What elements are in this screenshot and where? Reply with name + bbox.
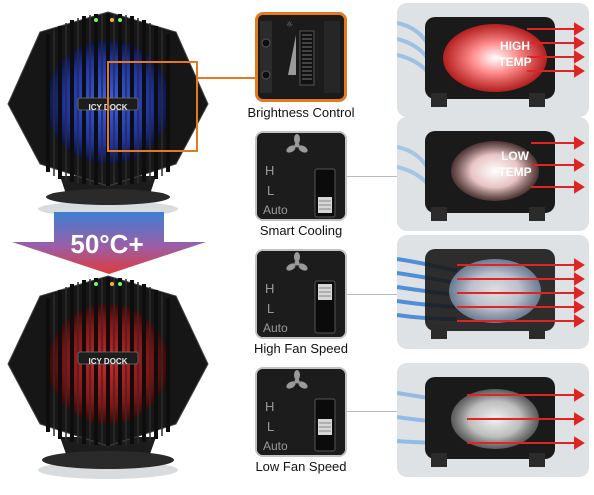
connector-line-smart [347, 176, 397, 177]
cooler-device-red: ICY DOCK [0, 272, 218, 492]
svg-text:☼: ☼ [286, 20, 293, 29]
brightness-highlight-frame [107, 61, 198, 152]
badge-low-temp-line1: LOW [501, 149, 529, 163]
connector-line-low [347, 411, 397, 412]
badge-high-temp-line2: TEMP [498, 55, 532, 69]
caption-high-fan-speed: High Fan Speed [254, 341, 348, 356]
caption-low-fan-speed: Low Fan Speed [255, 459, 347, 474]
airflow-photo-low-temp: LOW TEMP [397, 117, 589, 231]
temperature-threshold-label: 50°C+ [70, 229, 144, 259]
caption-brightness-control: Brightness Control [247, 105, 355, 120]
switch-label-l: L [267, 183, 275, 198]
switch-label-l: L [267, 301, 275, 316]
temperature-arrow [0, 212, 218, 274]
airflow-photo-low-fan [397, 363, 589, 477]
switch-panel-low: H L Auto [255, 367, 347, 457]
switch-label-h: H [265, 399, 275, 414]
switch-panel-high: H L Auto [255, 249, 347, 339]
switch-label-auto: Auto [263, 321, 288, 335]
switch-label-h: H [265, 281, 275, 296]
switch-label-l: L [267, 419, 275, 434]
highlight-connector-line [197, 77, 257, 79]
badge-high-temp-line1: HIGH [500, 39, 530, 53]
brand-logo-bottom: ICY DOCK [88, 357, 128, 366]
switch-label-auto: Auto [263, 203, 288, 217]
caption-smart-cooling: Smart Cooling [259, 223, 343, 238]
airflow-photo-high-temp: HIGH TEMP [397, 3, 589, 117]
switch-panel-smart: H L Auto [255, 131, 347, 221]
connector-line-high [347, 294, 397, 295]
brightness-control-panel: ☼ [255, 12, 347, 102]
badge-low-temp-line2: TEMP [498, 165, 532, 179]
switch-label-h: H [265, 163, 275, 178]
airflow-photo-high-fan [397, 235, 589, 349]
switch-label-auto: Auto [263, 439, 288, 453]
